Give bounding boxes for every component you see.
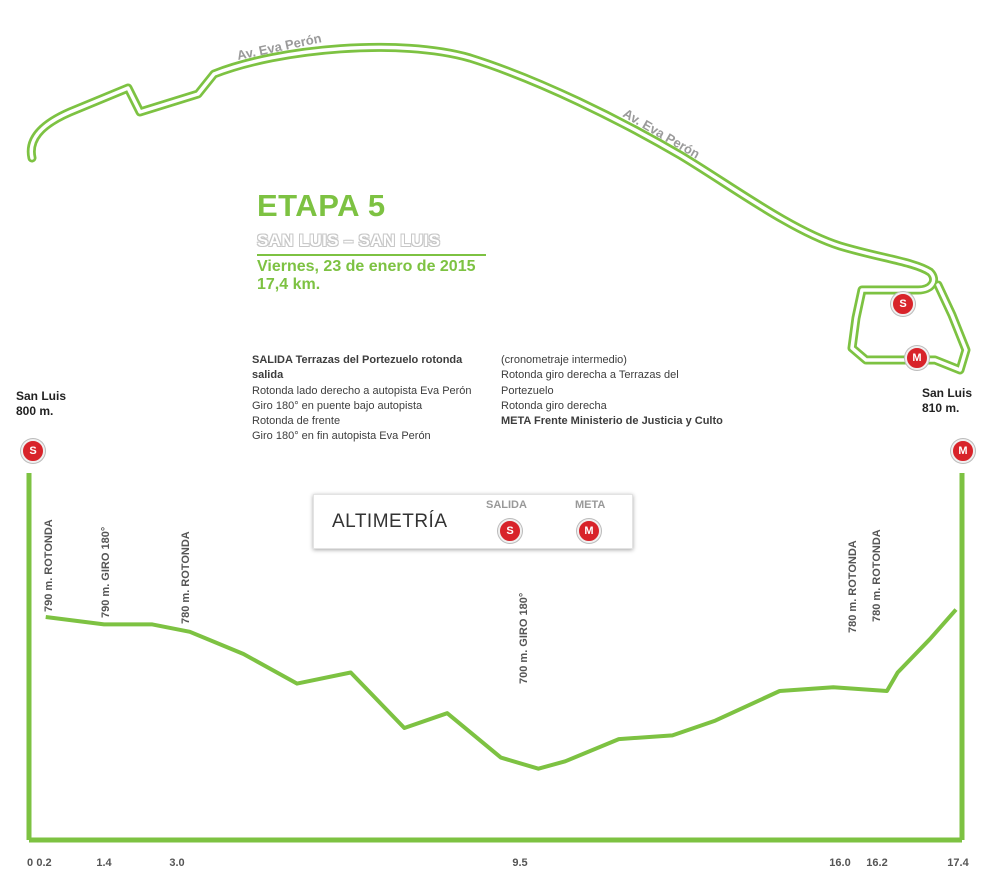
start-endpoint-label: San Luis 800 m.: [16, 389, 66, 419]
start-city: San Luis: [16, 389, 67, 403]
x-tick-label: 16.0: [829, 857, 850, 869]
itinerary-line: SALIDA Terrazas del Portezuelo rotonda: [252, 354, 463, 366]
x-tick-label: 9.5: [512, 857, 527, 869]
itinerary-column-1: SALIDA Terrazas del Portezuelo rotonda sa…: [252, 353, 472, 445]
x-tick-label: 0.2: [36, 857, 51, 869]
stage-title: ETAPA 5: [257, 188, 386, 223]
itinerary-column-2: (cronometraje intermedio) Rotonda giro de…: [501, 353, 723, 429]
itinerary-line: Rotonda lado derecho a autopista Eva Per…: [252, 384, 472, 397]
itinerary-line: Portezuelo: [501, 384, 554, 397]
start-altitude: 800 m.: [16, 404, 54, 418]
legend-finish-label: META: [575, 499, 606, 511]
legend-start-label: SALIDA: [486, 499, 527, 511]
legend-start-marker: S: [498, 519, 522, 543]
title-divider: [257, 254, 486, 256]
itinerary-line: Giro 180° en fin autopista Eva Perón: [252, 430, 431, 443]
itinerary-line: META Frente Ministerio de Justicia y Cul…: [501, 415, 723, 428]
elevation-annotation: 780 m. ROTONDA: [180, 531, 192, 624]
x-tick-label: 1.4: [96, 857, 112, 869]
elevation-annotation: 780 m. ROTONDA: [847, 540, 859, 633]
elevation-annotation: 780 m. ROTONDA: [871, 529, 883, 622]
end-altitude: 810 m.: [922, 401, 960, 415]
x-tick-label: 17.4: [947, 857, 969, 869]
itinerary-line: Rotonda giro derecha a Terrazas del: [501, 369, 679, 382]
legend-finish-marker: M: [577, 519, 601, 543]
elevation-line: [45, 608, 958, 771]
itinerary-line: Giro 180° en puente bajo autopista: [252, 399, 423, 412]
route-map: Av. Eva Perón Av. Eva Perón: [26, 30, 971, 375]
map-start-marker: S: [891, 292, 915, 316]
end-endpoint-label: San Luis 810 m.: [922, 386, 972, 416]
profile-start-marker: S: [21, 439, 45, 463]
stage-date: Viernes, 23 de enero de 2015: [257, 258, 476, 275]
map-finish-marker: M: [905, 346, 929, 370]
itinerary-line: Rotonda giro derecha: [501, 399, 607, 412]
x-tick-label: 3.0: [169, 857, 184, 869]
elevation-annotation: 700 m. GIRO 180°: [518, 593, 530, 684]
itinerary-line: Rotonda de frente: [252, 415, 341, 428]
elevation-annotation: 790 m. GIRO 180°: [100, 527, 112, 618]
stage-subtitle: SAN LUIS – SAN LUIS: [257, 231, 441, 250]
legend-title: ALTIMETRÍA: [332, 511, 448, 532]
altimetry-legend: ALTIMETRÍA SALIDA META S M: [313, 494, 633, 549]
stage-distance: 17,4 km.: [257, 276, 321, 293]
itinerary-line: (cronometraje intermedio): [501, 354, 627, 366]
elevation-annotation: 790 m. ROTONDA: [43, 519, 55, 612]
x-tick-label: 16.2: [866, 857, 887, 869]
end-city: San Luis: [922, 386, 973, 400]
profile-finish-marker: M: [951, 439, 975, 463]
x-tick-label: 0: [27, 857, 33, 869]
itinerary-line: salida: [252, 369, 284, 382]
